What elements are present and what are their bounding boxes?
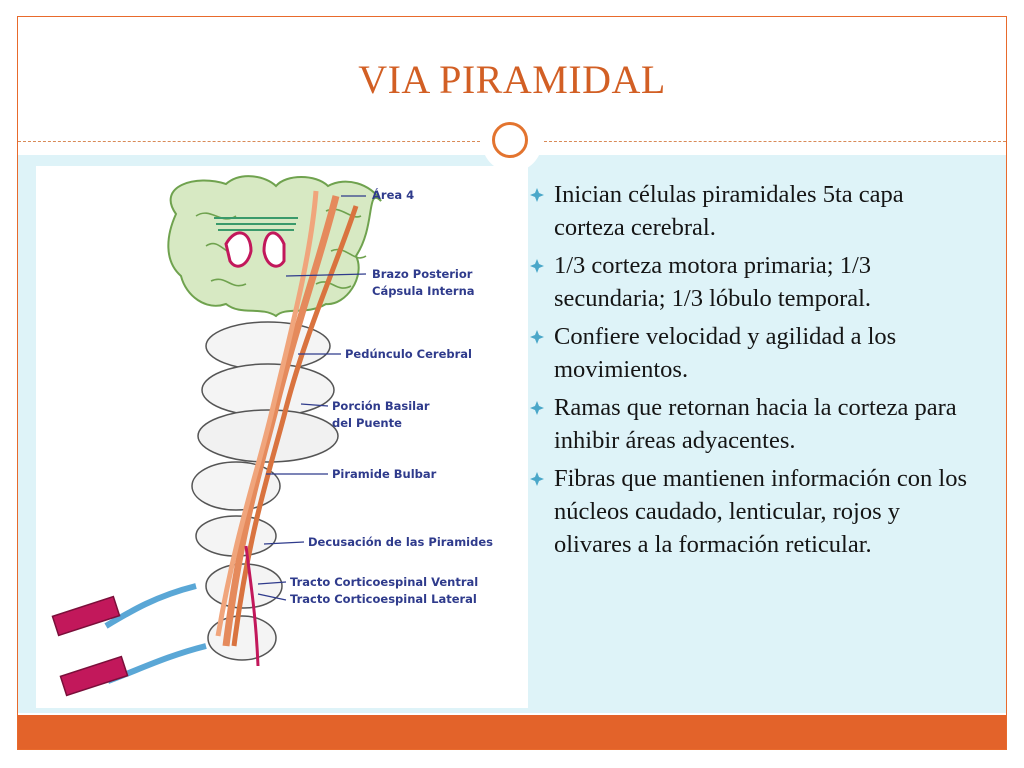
label-brazo-posterior: Brazo Posterior: [372, 267, 473, 281]
bullet-text: 1/3 corteza motora primaria; 1/3 secunda…: [554, 252, 872, 312]
bullet-list: Inician células piramidales 5ta capa cor…: [520, 178, 980, 566]
diamond-bullet-icon: [530, 472, 544, 486]
pyramidal-tract-illustration: Área 4 Brazo Posterior Cápsula Interna P…: [36, 166, 528, 708]
bullet-item: Ramas que retornan hacia la corteza para…: [520, 391, 980, 457]
bullet-text: Ramas que retornan hacia la corteza para…: [554, 394, 957, 454]
bullet-item: Fibras que mantienen información con los…: [520, 462, 980, 561]
label-porcion-basilar: Porción Basilar: [332, 399, 430, 413]
bullet-item: Confiere velocidad y agilidad a los movi…: [520, 320, 980, 386]
pyramidal-tract-diagram: Área 4 Brazo Posterior Cápsula Interna P…: [51, 175, 493, 697]
diamond-bullet-icon: [530, 259, 544, 273]
title-divider-right: [544, 141, 1006, 142]
label-area-4: Área 4: [372, 187, 414, 202]
label-tracto-ventral: Tracto Corticoespinal Ventral: [290, 575, 478, 589]
label-decusacion: Decusación de las Piramides: [308, 535, 493, 549]
label-capsula-interna: Cápsula Interna: [372, 284, 475, 298]
label-del-puente: del Puente: [332, 416, 402, 430]
label-pedunculo-cerebral: Pedúnculo Cerebral: [345, 347, 472, 361]
footer-bar: [18, 715, 1006, 749]
slide-title: VIA PIRAMIDAL: [358, 57, 666, 102]
diamond-bullet-icon: [530, 401, 544, 415]
label-tracto-lateral: Tracto Corticoespinal Lateral: [290, 592, 477, 606]
bullet-item: Inician células piramidales 5ta capa cor…: [520, 178, 980, 244]
title-divider-left: [18, 141, 480, 142]
bullet-item: 1/3 corteza motora primaria; 1/3 secunda…: [520, 249, 980, 315]
label-piramide-bulbar: Piramide Bulbar: [332, 467, 437, 481]
bullet-text: Inician células piramidales 5ta capa cor…: [554, 181, 904, 241]
bullet-text: Fibras que mantienen información con los…: [554, 465, 967, 558]
diamond-bullet-icon: [530, 330, 544, 344]
bullet-text: Confiere velocidad y agilidad a los movi…: [554, 323, 897, 383]
diamond-bullet-icon: [530, 188, 544, 202]
circle-ornament-icon: [492, 122, 528, 158]
